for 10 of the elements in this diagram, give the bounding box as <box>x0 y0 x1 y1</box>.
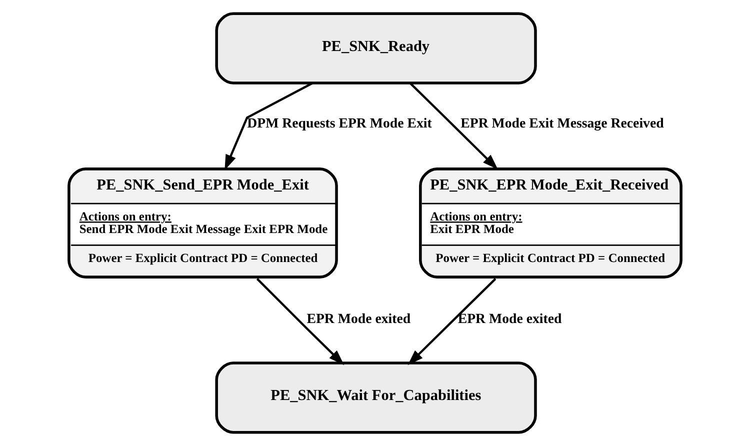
edge-label: EPR Mode Exit Message Received <box>460 115 664 130</box>
edge-label: EPR Mode exited <box>306 310 411 326</box>
arrow <box>256 278 344 366</box>
edge-label: EPR Mode exited <box>458 310 562 326</box>
arrow <box>408 278 496 366</box>
node-box: PE_SNK_Ready <box>215 12 537 84</box>
arrow <box>410 82 498 170</box>
edge-label: DPM Requests EPR Mode Exit <box>247 115 432 130</box>
node-box: PE_SNK_Wait For_Capabilities <box>215 362 537 434</box>
arrow <box>224 82 314 170</box>
